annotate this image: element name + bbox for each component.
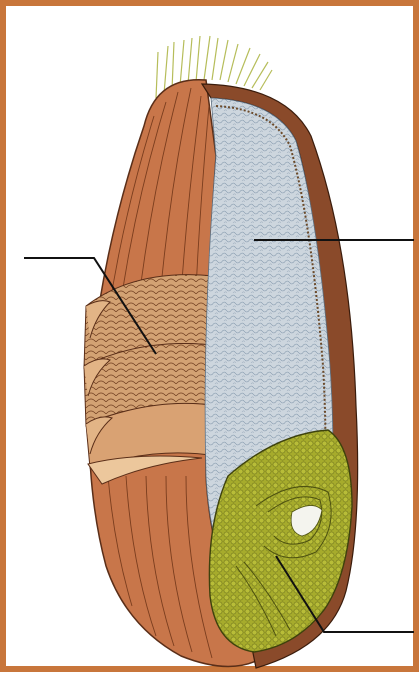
peeled-bran-layers <box>84 275 220 484</box>
wheat-kernel-diagram <box>6 6 419 678</box>
